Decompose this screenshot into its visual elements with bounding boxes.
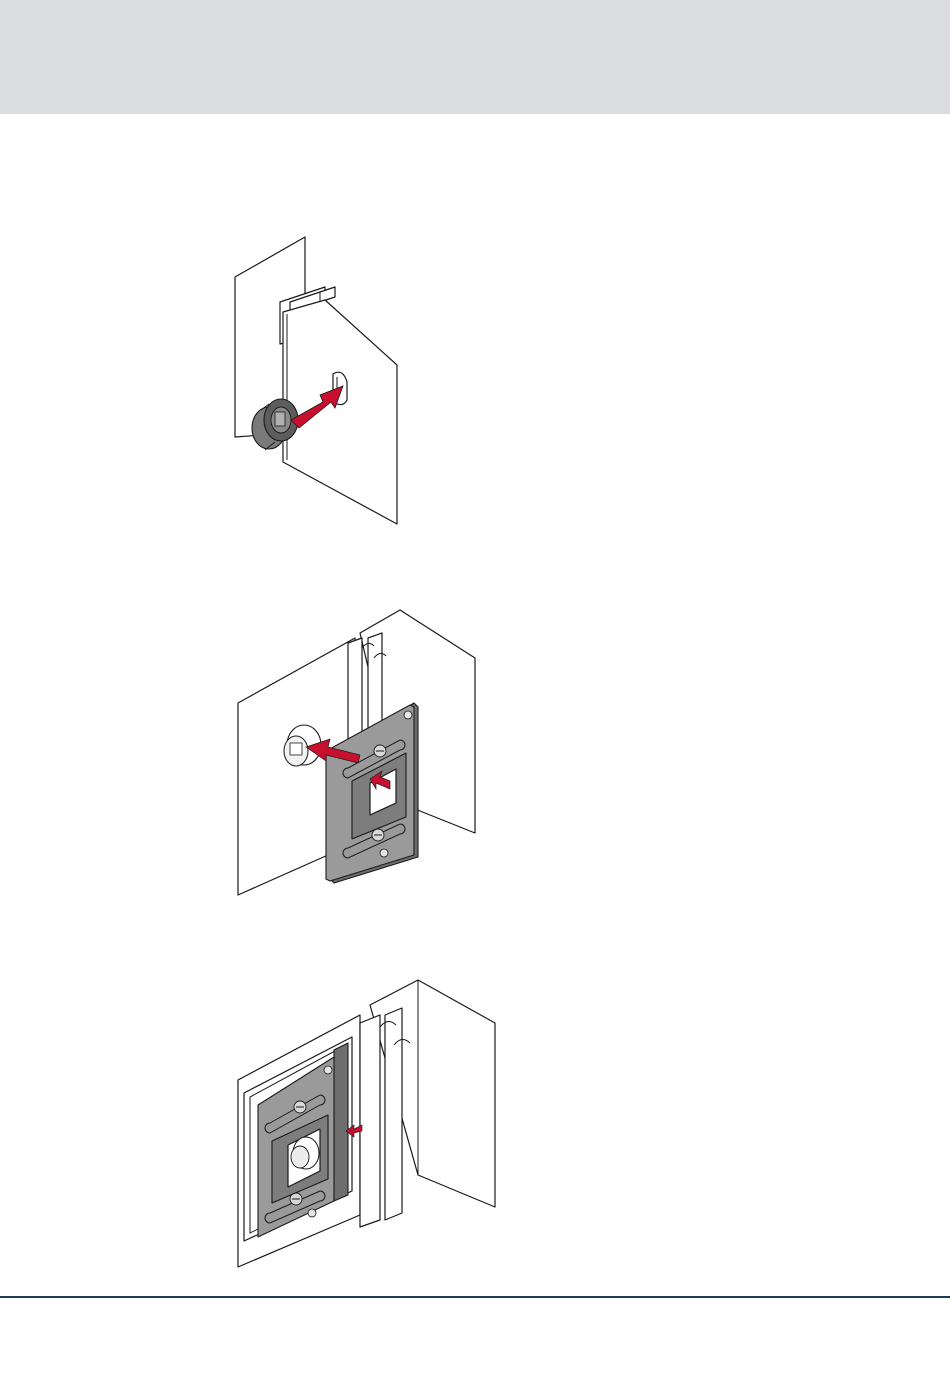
illustration-step-2	[230, 603, 490, 903]
header-band	[0, 0, 950, 114]
illustration-step-1	[225, 232, 415, 532]
front-panel	[283, 300, 397, 524]
footer-rule	[0, 1296, 950, 1298]
illustration-step-3	[230, 975, 505, 1275]
